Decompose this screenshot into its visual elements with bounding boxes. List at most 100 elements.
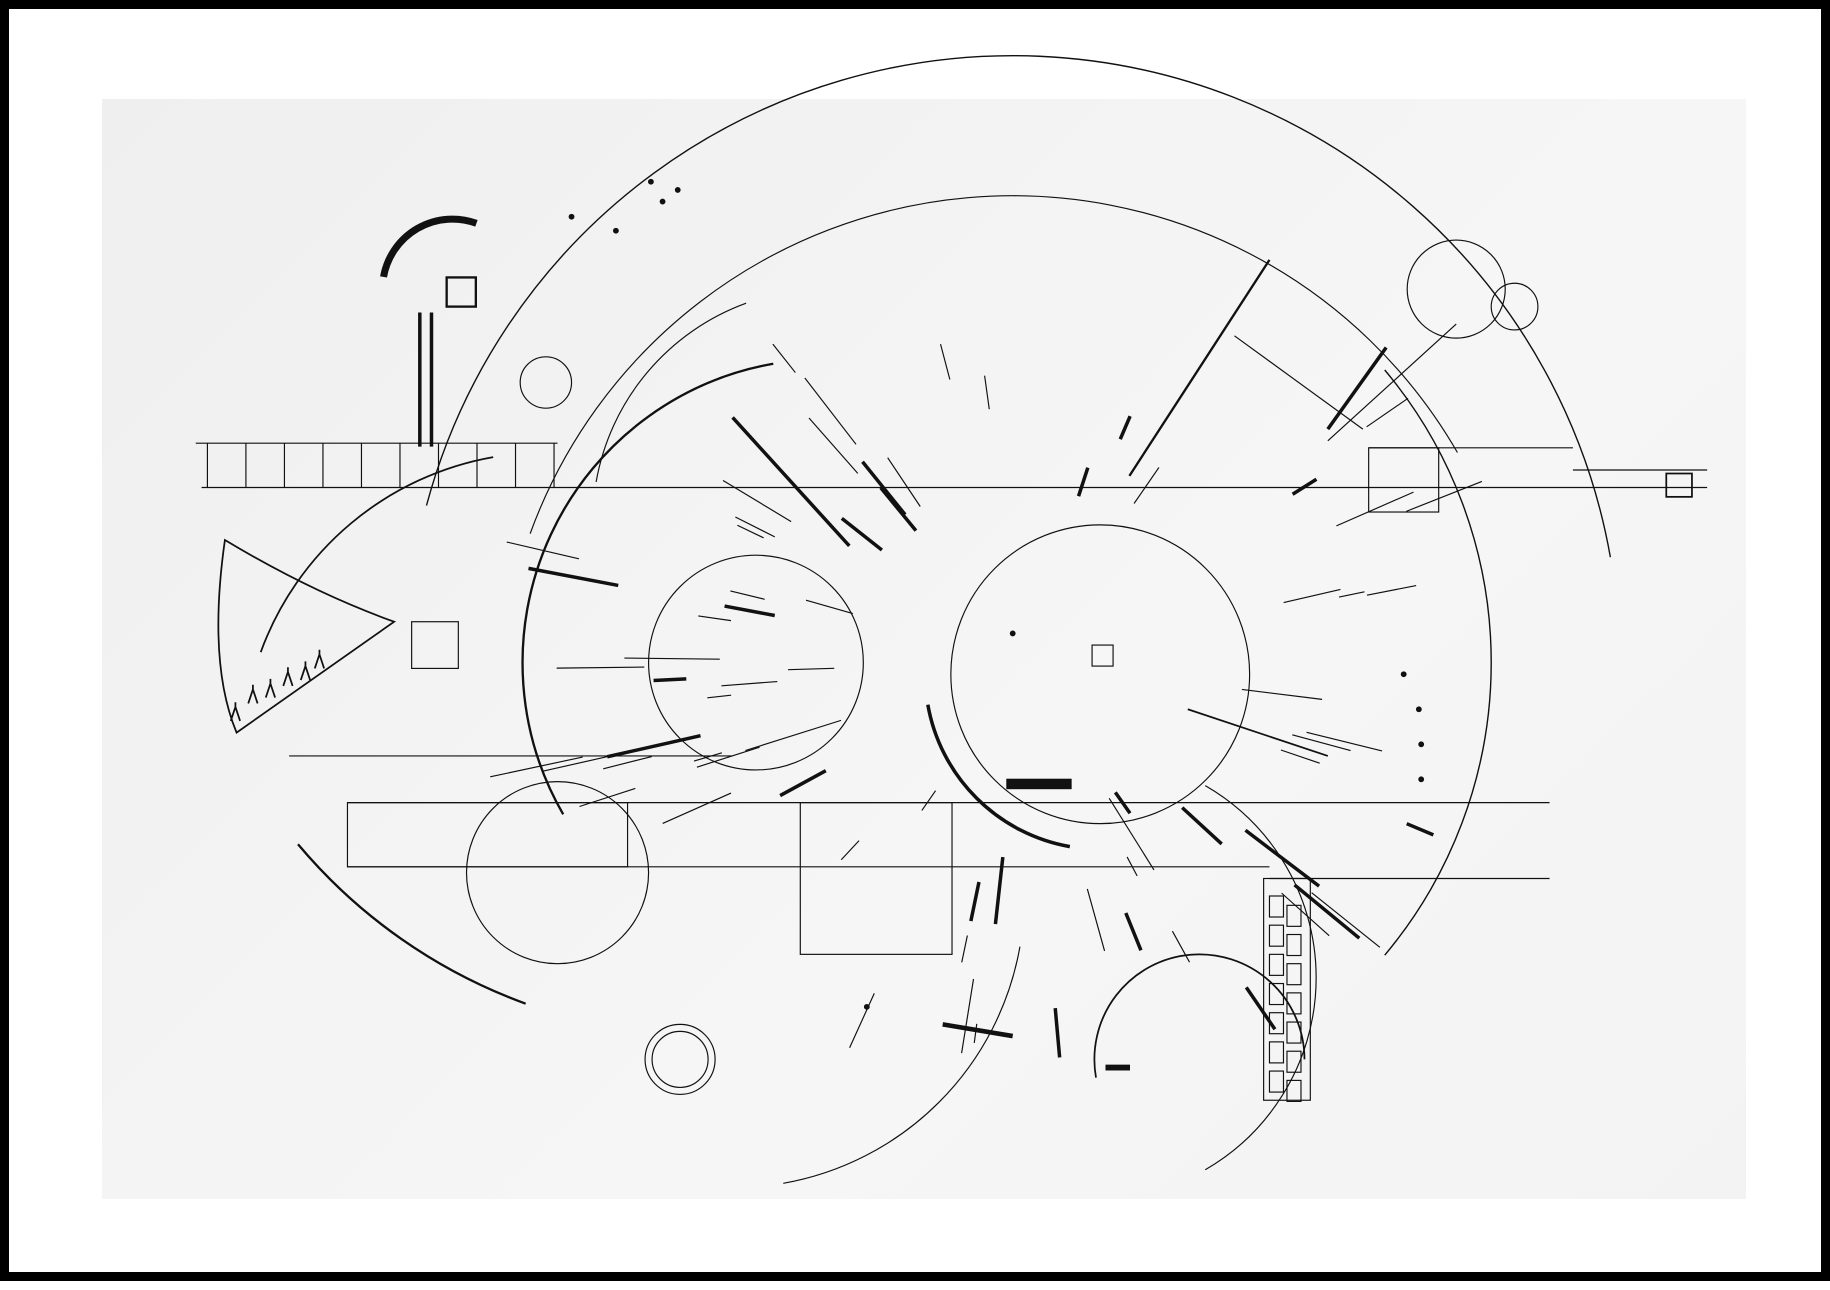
radial-line <box>1406 480 1483 512</box>
dot-mark <box>1400 671 1407 678</box>
radial-line <box>506 541 580 560</box>
room-block <box>799 802 953 955</box>
radial-line <box>840 516 883 552</box>
room-block <box>1368 447 1440 513</box>
radial-line <box>1244 986 1277 1031</box>
solid-wall <box>1006 778 1072 790</box>
radial-line <box>788 667 835 671</box>
room-block <box>1268 895 1285 918</box>
dot-mark <box>1415 706 1422 713</box>
room-block <box>1268 1041 1285 1064</box>
human-figure <box>299 661 311 681</box>
radial-line <box>1366 397 1409 428</box>
outer-arc <box>425 55 1612 558</box>
dot-mark <box>568 213 575 220</box>
radial-line <box>737 524 764 539</box>
radial-line <box>1053 1007 1062 1058</box>
radial-line <box>579 787 636 808</box>
radial-line <box>849 993 875 1048</box>
radial-line <box>1366 585 1417 596</box>
room-block <box>1286 1021 1302 1044</box>
radial-line <box>1280 749 1320 764</box>
radial-line <box>662 792 732 824</box>
radial-line <box>939 343 951 380</box>
room-block <box>1286 1050 1302 1073</box>
arc-line <box>259 456 494 653</box>
arc-line <box>521 362 774 815</box>
radial-line <box>696 746 760 768</box>
human-figure <box>313 649 325 669</box>
arc-line <box>595 302 747 483</box>
radial-line <box>1124 912 1143 951</box>
radial-line <box>1406 822 1435 837</box>
arc-line <box>926 704 1071 849</box>
radial-line <box>961 935 968 963</box>
radial-line <box>1244 828 1321 888</box>
arc-line <box>783 946 1021 1184</box>
radial-line <box>887 457 921 507</box>
radial-line <box>973 1023 978 1043</box>
dot-mark <box>659 198 666 205</box>
radial-line <box>735 516 776 538</box>
radial-line <box>624 657 720 660</box>
radial-line <box>1336 491 1414 527</box>
radial-line <box>693 752 723 762</box>
radial-line <box>969 881 981 922</box>
solid-wall <box>942 1022 1014 1039</box>
radial-line <box>879 486 918 532</box>
human-figure <box>247 684 259 704</box>
radial-line <box>1306 731 1383 752</box>
radial-line <box>804 377 857 445</box>
diagonal-line <box>1187 708 1329 757</box>
arc-line <box>380 215 478 278</box>
room-block <box>1286 933 1302 957</box>
radial-line <box>1076 467 1090 497</box>
radial-line <box>984 375 990 410</box>
architectural-drawing <box>195 55 1708 1184</box>
radial-line <box>840 840 860 861</box>
circular-room <box>1406 239 1506 339</box>
room-block <box>1268 1012 1285 1035</box>
circular-room <box>465 781 650 965</box>
radial-line <box>1338 591 1365 598</box>
diagonal-line <box>731 416 851 548</box>
radial-line <box>961 978 975 1054</box>
dot-mark <box>647 178 654 185</box>
radial-line <box>861 460 907 516</box>
radial-line <box>772 343 796 373</box>
radial-line <box>1283 588 1341 604</box>
room-block <box>411 621 459 669</box>
radial-line <box>1181 806 1223 846</box>
diagonal-line <box>1327 323 1457 442</box>
room-block <box>1268 1070 1285 1093</box>
dot-mark <box>612 227 619 234</box>
room-block <box>1286 963 1302 986</box>
radial-line <box>722 479 792 523</box>
human-figure <box>282 667 294 687</box>
circular-room <box>651 1030 709 1088</box>
radial-line <box>707 694 732 699</box>
drawing-paper <box>102 99 1746 1199</box>
radial-line <box>603 755 652 770</box>
dot-mark <box>1418 776 1425 783</box>
room-block <box>1286 904 1302 927</box>
diagonal-line <box>1128 259 1271 477</box>
radial-line <box>1133 467 1160 504</box>
radial-line <box>1292 734 1351 752</box>
radial-line <box>1241 688 1323 700</box>
dot-mark <box>1009 630 1016 637</box>
diagonal-line <box>1234 335 1364 430</box>
radial-line <box>1311 892 1381 948</box>
radial-line <box>730 590 765 600</box>
radial-line <box>528 566 619 588</box>
room-block <box>1286 1079 1302 1102</box>
square-room <box>1091 644 1114 667</box>
outer-arc <box>1384 369 1492 956</box>
room-block <box>1286 992 1302 1015</box>
radial-line <box>1118 415 1132 440</box>
human-figure <box>264 678 276 698</box>
radial-line <box>993 856 1005 925</box>
dot-mark <box>674 186 681 193</box>
arc-line <box>297 843 527 1005</box>
